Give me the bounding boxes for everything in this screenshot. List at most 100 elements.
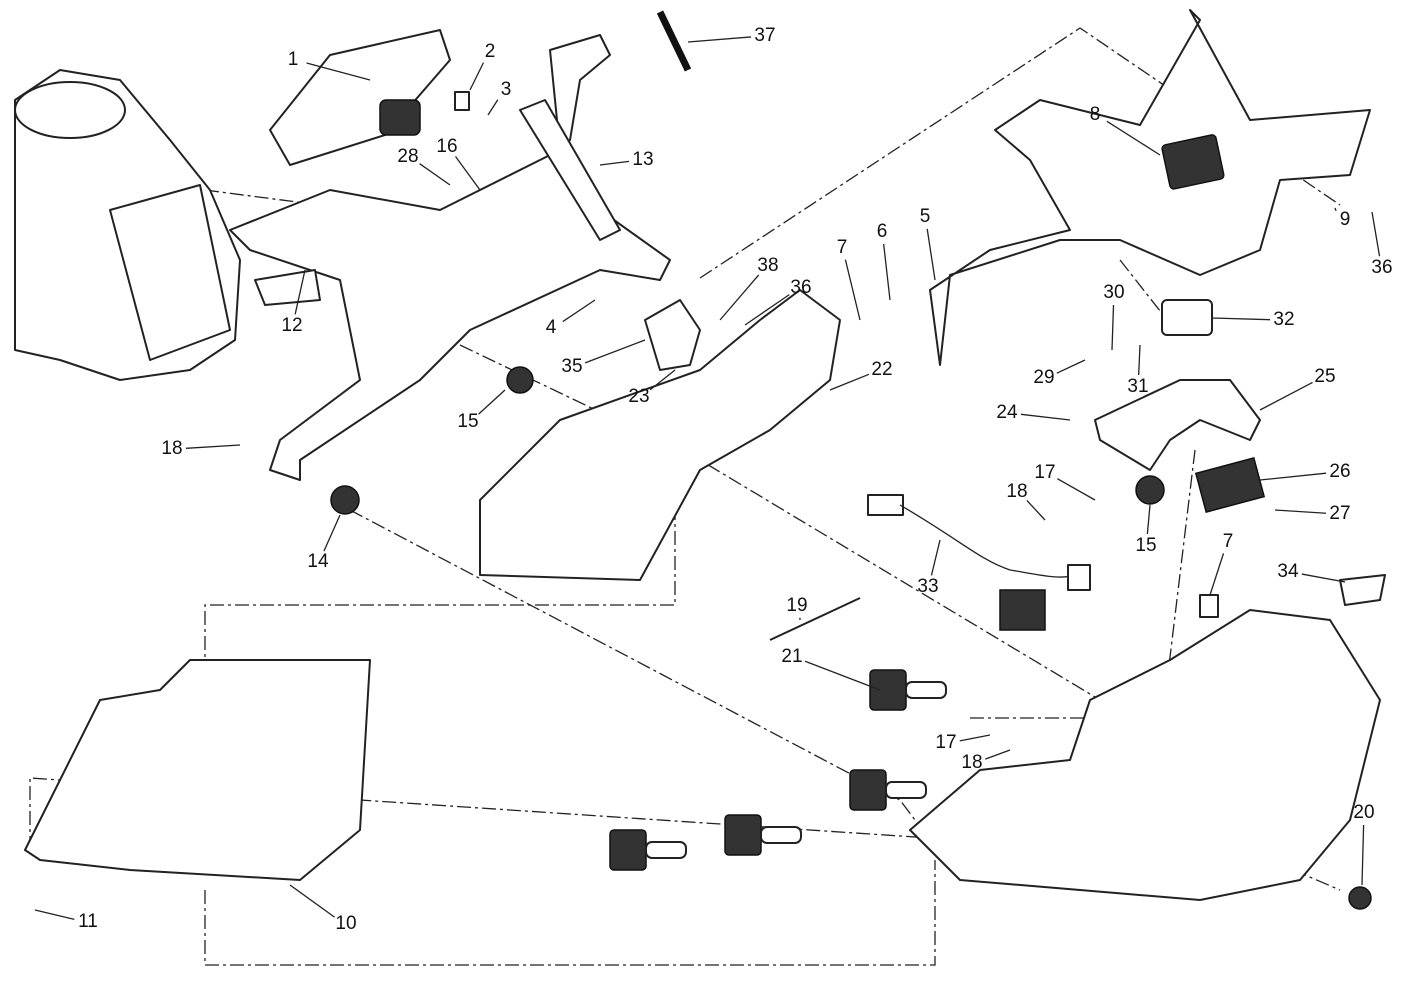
relay-part [1194,456,1266,514]
callout-5: 5 [920,206,931,227]
callout-23: 23 [628,386,649,407]
callout-2: 2 [485,41,496,62]
callout-3: 3 [501,79,512,100]
leader-line [1106,120,1161,156]
callout-18: 18 [161,438,182,459]
callout-29: 29 [1033,367,1054,388]
instrument-panel-part [269,29,470,166]
callout-38: 38 [757,255,778,276]
leader-line [34,909,75,920]
callout-7: 7 [1223,531,1234,552]
leader-line [1334,207,1337,212]
leader-line [487,99,499,116]
leader-line [419,163,451,186]
leader-line [1209,553,1225,596]
callout-15: 15 [1135,535,1156,556]
leader-line [562,299,596,323]
leader-line [306,62,371,81]
leader-line [844,259,861,321]
callout-26: 26 [1329,461,1350,482]
leader-line [1211,317,1271,321]
leader-line [454,156,481,191]
ignition-lock-part [644,299,701,371]
air-duct-part [479,289,841,581]
headlight-support-part [229,34,671,481]
clip-part [1339,574,1386,606]
grommet-part [330,485,360,515]
callout-8: 8 [1090,104,1101,125]
leader-line [1259,381,1313,411]
grommet-part [506,366,534,394]
callout-18: 18 [1006,481,1027,502]
leader-line [478,389,506,415]
rod-part [656,10,692,72]
leader-line [926,228,936,281]
leader-line [1146,504,1151,535]
callout-11: 11 [78,911,98,932]
callout-leaders [34,36,1381,920]
leader-line [1026,500,1046,521]
callout-34: 34 [1277,561,1299,582]
wire-part-19 [769,597,861,641]
leader-line [1138,344,1141,376]
leader-line [185,444,241,449]
leader-line [1371,211,1381,257]
leader-line [1020,413,1071,421]
leader-line [469,62,485,91]
callout-16: 16 [436,136,457,157]
callout-31: 31 [1127,376,1148,397]
callout-9: 9 [1340,209,1351,230]
callout-17: 17 [935,732,956,753]
leader-line [323,514,341,552]
sensor-part [1161,299,1213,336]
bulbs [609,669,947,871]
callout-10: 10 [335,913,356,934]
callout-14: 14 [307,551,329,572]
wiring-harness-part [867,494,1091,631]
callout-6: 6 [877,221,888,242]
callout-24: 24 [996,402,1018,423]
callout-1: 1 [288,49,299,70]
callout-20: 20 [1353,802,1374,823]
leader-line [829,373,870,391]
clip-part [1199,594,1219,618]
leader-line [744,294,790,326]
callout-labels: 1 23 37 13 28 16 12 435 38 36 7 6 5 8 9 36 30 32 29 31 25 24 2… [78,25,1392,934]
callout-18: 18 [961,752,982,773]
callout-36: 36 [1371,257,1392,278]
headlight-housing-part [909,609,1381,901]
callout-15: 15 [457,411,478,432]
leader-line [882,243,891,301]
bracket-part [1094,379,1261,471]
leader-line [1056,478,1096,501]
callout-12: 12 [281,315,302,336]
callout-19: 19 [786,595,807,616]
callout-33: 33 [917,576,938,597]
leader-line [804,660,881,691]
leader-line [1361,824,1365,886]
callout-25: 25 [1314,366,1335,387]
callout-36: 36 [790,277,811,298]
leader-line [599,160,630,166]
callout-13: 13 [632,149,653,170]
leader-line [1301,573,1346,583]
callout-28: 28 [397,146,418,167]
leader-line [985,749,1011,760]
grommet-part [1135,475,1165,505]
leader-line [1111,304,1115,351]
callout-7: 7 [837,237,848,258]
callout-30: 30 [1103,282,1124,303]
callout-17: 17 [1034,462,1055,483]
leader-line [1274,509,1327,514]
callout-21: 21 [781,646,802,667]
lower-cover-part [24,659,371,881]
callout-37: 37 [754,25,775,46]
grommet-part [1348,886,1372,910]
leader-line [1056,359,1086,374]
leader-line [959,734,991,742]
callout-4: 4 [546,317,557,338]
callout-35: 35 [561,356,582,377]
leader-line [584,339,646,364]
